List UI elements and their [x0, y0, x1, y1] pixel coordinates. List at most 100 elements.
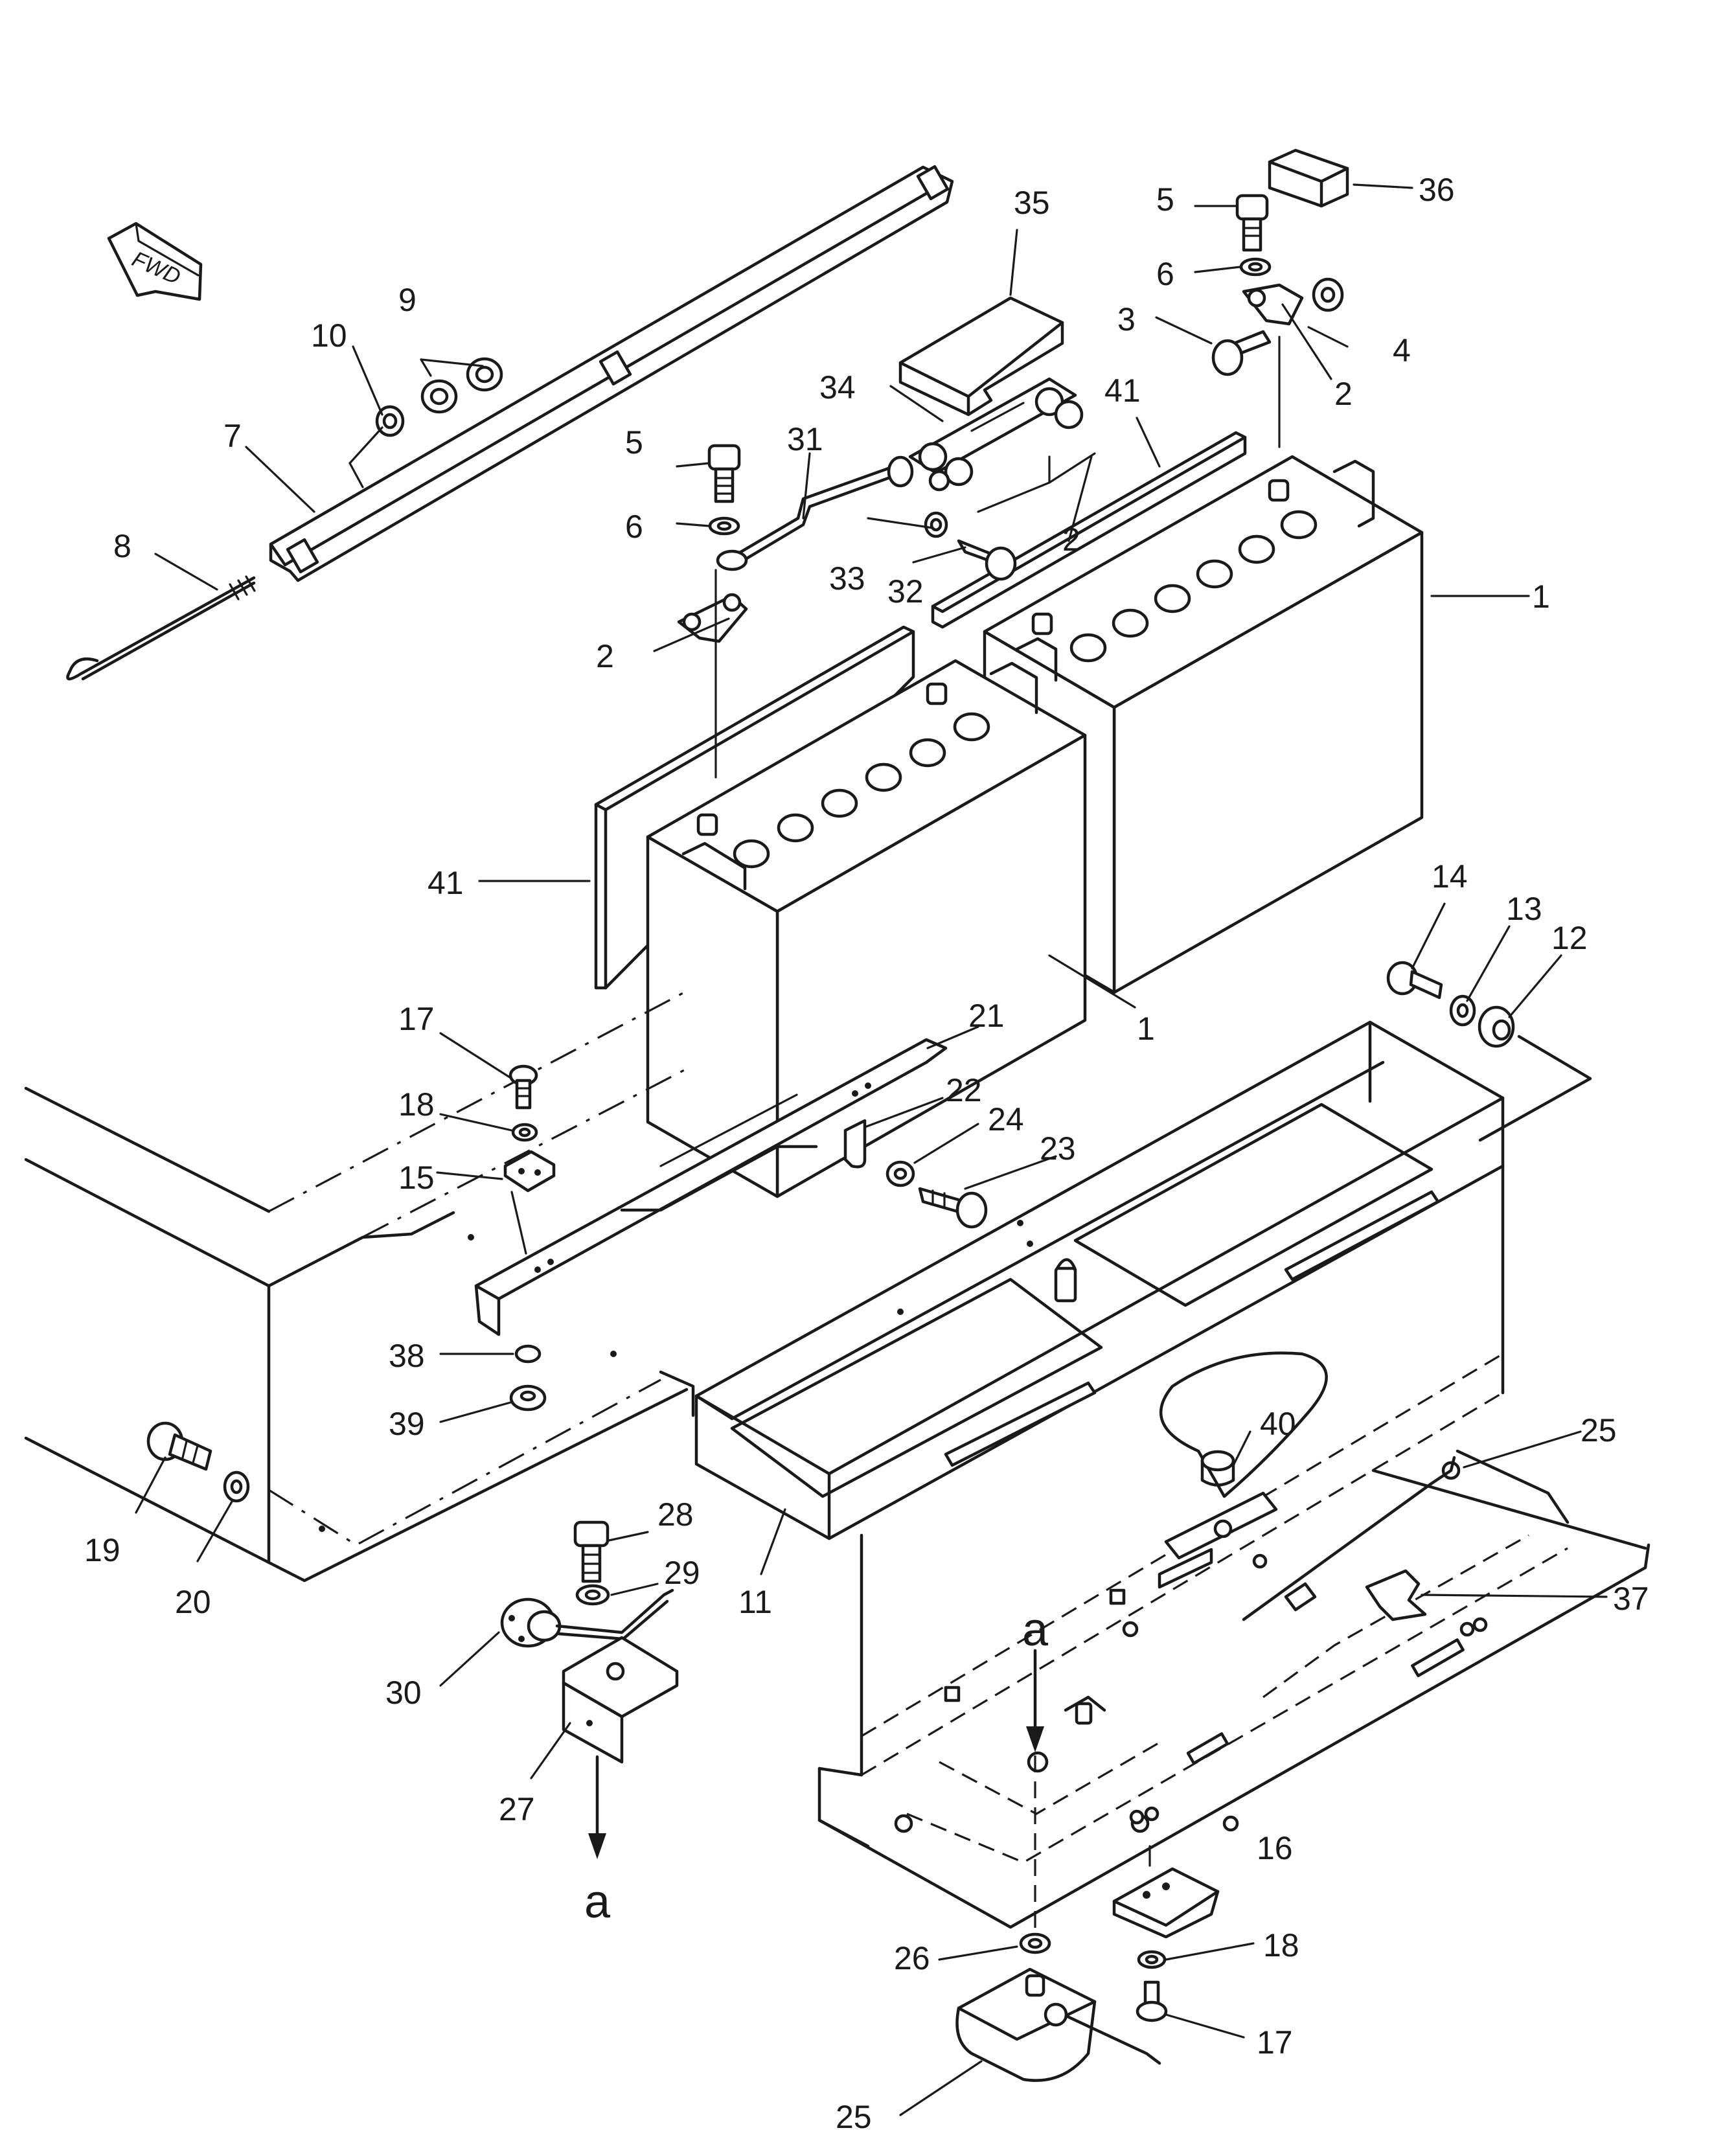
- callout-35: 35: [1014, 185, 1050, 221]
- callout-6: 6: [1156, 256, 1174, 292]
- callout-39: 39: [389, 1406, 425, 1442]
- terminal-connector-assembly: [908, 377, 1084, 492]
- callout-6: 6: [625, 509, 643, 545]
- callout-2: 2: [1334, 376, 1353, 412]
- battery-terminal-clamp: [677, 593, 748, 643]
- callout-12: 12: [1551, 920, 1588, 956]
- callout-18: 18: [398, 1086, 435, 1123]
- battery-terminal-clamp: [1242, 283, 1304, 326]
- washer: [708, 516, 740, 536]
- callout-34: 34: [819, 369, 856, 406]
- view-label-a-box: a: [1022, 1604, 1049, 1656]
- washer: [511, 1123, 538, 1142]
- screw: [508, 1064, 538, 1110]
- callout-9: 9: [398, 282, 417, 318]
- bolt: [573, 1520, 610, 1583]
- callout-10: 10: [311, 317, 347, 354]
- callout-17: 17: [1257, 2024, 1293, 2061]
- nut: [1312, 277, 1344, 312]
- washer: [1137, 1950, 1167, 1969]
- callout-37: 37: [1613, 1581, 1649, 1617]
- washer: [223, 1470, 250, 1503]
- hold-down-rod: [66, 575, 256, 681]
- bolt: [146, 1421, 212, 1471]
- nut: [420, 357, 503, 414]
- callout-25: 25: [836, 2099, 872, 2135]
- washer: [885, 1160, 915, 1187]
- callout-2: 2: [1062, 521, 1080, 558]
- battery-box: [694, 1020, 1505, 1540]
- callout-15: 15: [398, 1160, 435, 1196]
- nut: [509, 1384, 547, 1412]
- callout-2: 2: [596, 638, 614, 674]
- callout-16: 16: [1257, 1830, 1293, 1866]
- callout-5: 5: [1156, 181, 1174, 218]
- callout-22: 22: [946, 1072, 982, 1108]
- callout-32: 32: [887, 573, 924, 610]
- bolt: [1235, 194, 1269, 252]
- callout-24: 24: [988, 1101, 1024, 1138]
- callout-1: 1: [1532, 578, 1550, 615]
- hold-down-bar: [269, 165, 954, 582]
- callout-11: 11: [738, 1584, 772, 1620]
- callout-19: 19: [84, 1532, 120, 1568]
- callout-38: 38: [389, 1338, 425, 1374]
- callout-1: 1: [1137, 1011, 1155, 1047]
- leader-lines: [135, 183, 1608, 2116]
- washer: [1019, 1932, 1051, 1954]
- cable-clip: [843, 1119, 867, 1169]
- callout-41: 41: [428, 865, 464, 901]
- latch: [1112, 1806, 1220, 1939]
- fwd-arrow-icon: FWD: [107, 222, 203, 301]
- callout-20: 20: [175, 1584, 211, 1620]
- callout-23: 23: [1040, 1130, 1076, 1167]
- washer: [1239, 257, 1272, 277]
- lamp-bracket: [562, 1636, 679, 1764]
- callout-7: 7: [223, 418, 242, 454]
- grommet: [1478, 1005, 1515, 1048]
- bolt: [707, 444, 741, 503]
- bolt: [1386, 961, 1443, 1000]
- callout-30: 30: [385, 1675, 422, 1711]
- callout-18: 18: [1263, 1927, 1299, 1963]
- callout-8: 8: [113, 528, 131, 564]
- box-lower-frame: [817, 1164, 1650, 1929]
- view-arrow-icon: [588, 1755, 606, 1859]
- callout-21: 21: [968, 998, 1005, 1034]
- spring-washer: [514, 1344, 542, 1364]
- lamp-wire: [1242, 1456, 1461, 1621]
- callout-labels: 1 1 2 2 2 3 4 5 5 6 6 7 8 9 10 11 12 13 …: [84, 172, 1649, 2135]
- callout-41: 41: [1104, 372, 1141, 409]
- washer: [1449, 994, 1476, 1027]
- clip: [503, 1150, 556, 1193]
- callout-28: 28: [657, 1496, 694, 1533]
- callout-25: 25: [1581, 1412, 1617, 1448]
- view-label-a: a: [584, 1876, 611, 1928]
- latch-handle: [1365, 1569, 1427, 1621]
- washer: [924, 511, 948, 538]
- bolt: [957, 539, 1017, 581]
- battery-cable: [716, 455, 914, 571]
- battery-front: [646, 659, 1087, 1198]
- callout-36: 36: [1419, 172, 1455, 208]
- washer: [375, 405, 405, 437]
- bolt: [1211, 330, 1272, 376]
- view-arrow-icon: [1026, 1649, 1044, 1752]
- callout-33: 33: [829, 560, 865, 597]
- callout-5: 5: [625, 424, 643, 461]
- callout-17: 17: [398, 1001, 435, 1037]
- terminal-cap: [1268, 148, 1349, 208]
- callout-13: 13: [1506, 891, 1542, 927]
- detail-callout-balloon: [1158, 1351, 1328, 1589]
- bolt: [918, 1187, 988, 1229]
- screw: [1136, 1980, 1168, 2022]
- terminal-cover: [898, 296, 1064, 417]
- callout-40: 40: [1260, 1406, 1296, 1442]
- callout-31: 31: [787, 421, 823, 457]
- callout-3: 3: [1117, 301, 1136, 337]
- lamp: [955, 1967, 1161, 2082]
- callout-4: 4: [1393, 332, 1411, 369]
- callout-29: 29: [664, 1555, 700, 1591]
